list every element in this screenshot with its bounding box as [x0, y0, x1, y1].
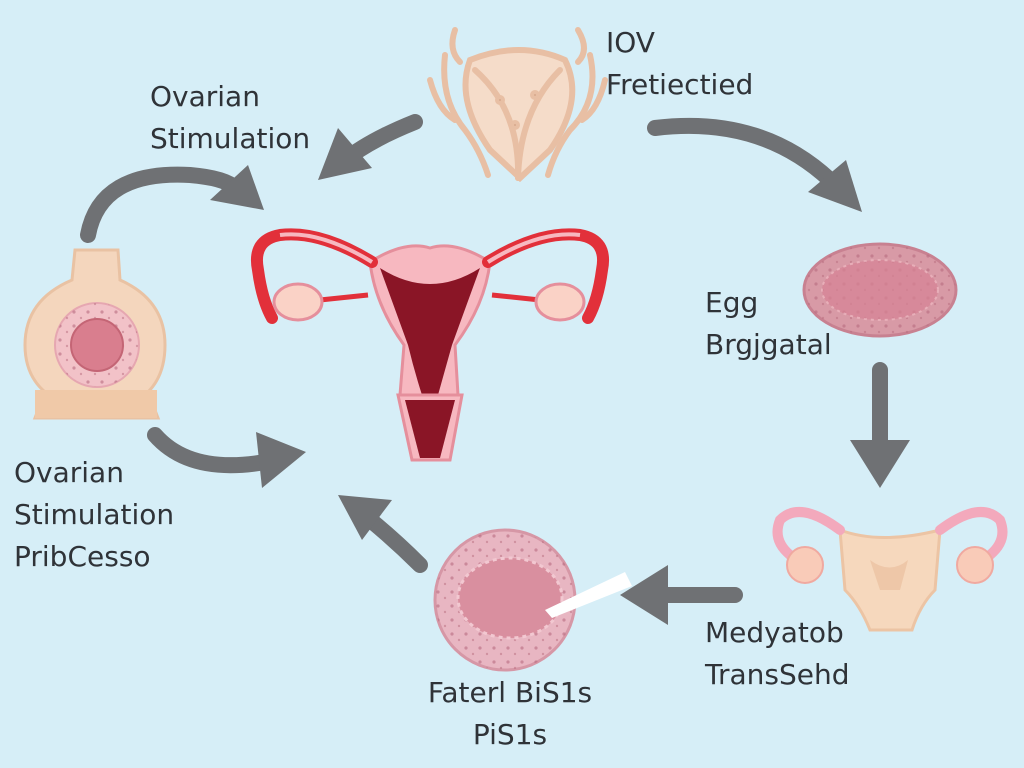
label-bottom-right-line2: TransSehd: [705, 658, 850, 691]
arrow-top-right-icon: [647, 117, 862, 212]
follicle-vessel-icon: [23, 248, 167, 420]
label-left-mid: Ovarian Stimulation PribCesso: [14, 452, 174, 578]
cycle-arrows: [80, 114, 910, 625]
oocyte-oval-icon: [802, 242, 958, 338]
embryo-cell-icon: [433, 528, 632, 672]
arrow-bottom-left-icon: [620, 565, 743, 625]
fallopian-uterus-sketch-icon: [427, 27, 608, 183]
label-bottom-center-line2: PiS1s: [472, 718, 548, 751]
label-left-mid-line2: Stimulation: [14, 498, 175, 531]
label-top-left: Ovarian Stimulation: [150, 76, 310, 160]
arrow-bottom-up-left-icon: [338, 495, 428, 573]
label-bottom-center: Faterl BiS1s PiS1s: [400, 672, 620, 756]
label-bottom-right-line1: Medyatob: [705, 616, 844, 649]
arrow-right-down-icon: [850, 362, 910, 488]
uterus-red-icon: [251, 228, 609, 462]
arrow-top-left-icon: [318, 114, 423, 180]
label-left-mid-line3: PribCesso: [14, 540, 151, 573]
label-top-left-line2: Stimulation: [150, 122, 311, 155]
label-bottom-center-line1: Faterl BiS1s: [427, 676, 593, 709]
label-right-mid-line2: Brgjgatal: [705, 328, 832, 361]
arrow-left-top-icon: [80, 165, 264, 243]
label-right-mid-line1: Egg: [705, 286, 759, 319]
label-top-left-line1: Ovarian: [150, 80, 260, 113]
uterus-beige-icon: [772, 507, 1008, 632]
label-top-right: IOV Fretiectied: [606, 22, 753, 106]
label-right-mid: Egg Brgjgatal: [705, 282, 832, 366]
label-bottom-right: Medyatob TransSehd: [705, 612, 850, 696]
label-top-right-line1: IOV: [606, 26, 655, 59]
arrow-left-bottom-icon: [147, 427, 306, 488]
label-left-mid-line1: Ovarian: [14, 456, 124, 489]
label-top-right-line2: Fretiectied: [606, 68, 754, 101]
